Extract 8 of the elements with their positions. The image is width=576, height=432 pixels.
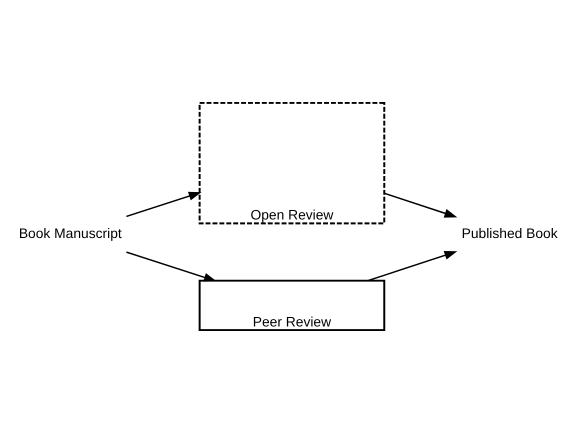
arrow [126,250,217,282]
arrow [368,250,458,281]
node-box: Peer Review [198,279,386,331]
arrow [384,192,458,218]
node-text: Book Manuscript [18,224,122,240]
node-text: Published Book [462,224,558,240]
arrow [126,191,202,217]
node-box: Open Review [198,101,386,224]
